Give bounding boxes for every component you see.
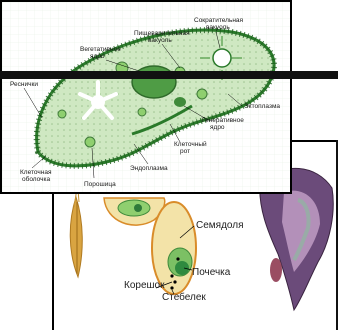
label-stebelek: Стебелек [162,291,206,303]
label-sokratitelnaya-2: вакуоль [206,24,230,31]
label-sokratitelnaya-1: Сократительная [194,17,244,24]
label-pochechka: Почечка [192,267,231,278]
label-pischevar-1: Пищеварительная [134,30,190,37]
label-resnichki: Реснички [10,81,38,88]
paramecium-diagram-panel: Сократительная вакуоль Пищеварительная в… [0,0,292,194]
label-obol-2: оболочка [22,175,51,183]
label-ektoplazma: Эктоплазма [244,103,280,110]
label-pischevar-2: вакуоль [148,37,172,44]
label-gener-1: Генеративное [202,117,244,124]
label-obol-1: Клеточная [20,169,52,176]
label-poroshitsa: Порошица [84,181,116,188]
label-gener-2: ядро [210,124,225,131]
black-strike-bar [0,71,338,79]
label-endoplazma: Эндоплазма [130,165,168,172]
label-veget-2: ядро [90,53,105,60]
label-koreshok: Корешок [124,280,165,291]
paramecium-diagram: Сократительная вакуоль Пищеварительная в… [2,2,292,194]
micronucleus [174,97,186,107]
label-veget-1: Вегетативное [80,46,121,53]
label-rot-2: рот [180,148,190,155]
label-rot-1: Клеточный [174,140,207,148]
label-semyadolya: Семядоля [196,220,244,231]
